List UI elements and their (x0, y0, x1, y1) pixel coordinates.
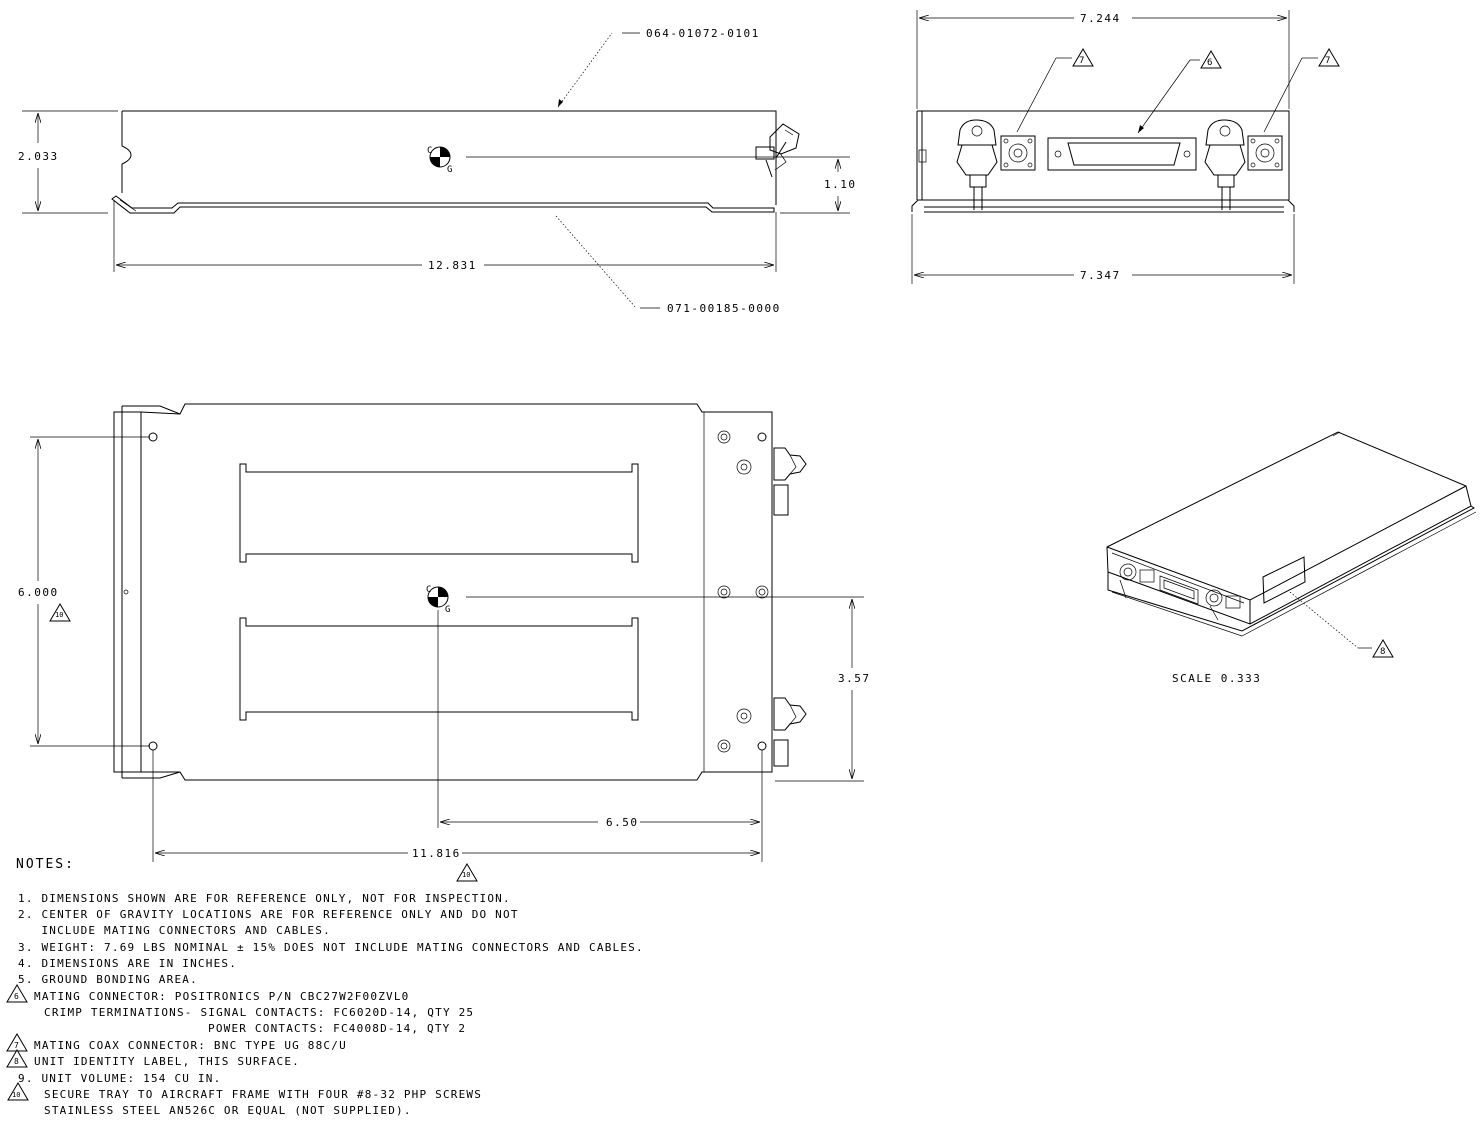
flag-8: 8 (1380, 647, 1385, 657)
note-8: UNIT IDENTITY LABEL, THIS SURFACE. (34, 1055, 300, 1068)
notes-block: NOTES: 1. DIMENSIONS SHOWN ARE FOR REFER… (6, 857, 644, 1117)
note-2: 2. CENTER OF GRAVITY LOCATIONS ARE FOR R… (18, 908, 519, 921)
flag-10-span: 10 (462, 871, 470, 879)
identity-label-area (1262, 556, 1306, 604)
coax-connector-left (956, 119, 1036, 210)
note-4: 4. DIMENSIONS ARE IN INCHES. (18, 957, 237, 970)
db-connector (1047, 137, 1197, 171)
note-7: MATING COAX CONNECTOR: BNC TYPE UG 88C/U (34, 1039, 347, 1052)
note-3: 3. WEIGHT: 7.69 LBS NOMINAL ± 15% DOES N… (18, 941, 644, 954)
cg-length-dimension: 6.50 (606, 816, 639, 829)
note-flag-7: 7 (14, 1041, 19, 1050)
part-number-bottom: 071-00185-0000 (667, 302, 781, 315)
length-dimension: 12.831 (428, 259, 477, 272)
scale-label: SCALE 0.333 (1172, 672, 1261, 685)
flag-10-width: 10 (55, 611, 63, 619)
note-6-crimp: CRIMP TERMINATIONS- SIGNAL CONTACTS: FC6… (44, 1006, 474, 1019)
note-flag-8: 8 (14, 1057, 19, 1066)
note-flag-6: 6 (14, 992, 19, 1001)
flag-6: 6 (1207, 58, 1212, 68)
flag-7-left: 7 (1079, 56, 1084, 66)
cg-label-g: G (447, 165, 452, 175)
side-view: C G 064-01072-0101 071-00185-0000 2.033 … (18, 27, 857, 315)
flag-7-right: 7 (1325, 56, 1330, 66)
hole-span-dimension: 11.816 (412, 847, 461, 860)
cg-height-dimension: 1.10 (824, 178, 857, 191)
top-view: C G 6.000 10 3.57 6.50 11.816 10 (18, 403, 871, 882)
front-view: 7 6 7 7.244 7.347 (911, 10, 1340, 284)
notes-title: NOTES: (16, 857, 75, 872)
coax-connector-right (1204, 119, 1283, 210)
note-flag-10: 10 (12, 1091, 20, 1099)
note-2-cont: INCLUDE MATING CONNECTORS AND CABLES. (18, 924, 331, 937)
note-10-cont: STAINLESS STEEL AN526C OR EQUAL (NOT SUP… (44, 1104, 412, 1117)
cg-label-c-top: C (426, 585, 431, 595)
center-of-gravity-symbol (429, 146, 451, 168)
coax-connector-top-upper (773, 447, 807, 516)
cg-label-c: C (427, 146, 432, 156)
width-dimension: 6.000 (18, 586, 59, 599)
note-1: 1. DIMENSIONS SHOWN ARE FOR REFERENCE ON… (18, 892, 511, 905)
coax-connector-top-lower (773, 697, 807, 767)
cg-width-dimension: 3.57 (838, 672, 871, 685)
note-9: 9. UNIT VOLUME: 154 CU IN. (18, 1072, 221, 1085)
height-dimension: 2.033 (18, 150, 59, 163)
note-5: 5. GROUND BONDING AREA. (18, 973, 198, 986)
width-bottom-dimension: 7.347 (1080, 269, 1121, 282)
isometric-view: 8 SCALE 0.333 (1106, 431, 1477, 685)
cg-label-g-top: G (445, 605, 450, 615)
part-number-top: 064-01072-0101 (646, 27, 760, 40)
note-10: SECURE TRAY TO AIRCRAFT FRAME WITH FOUR … (44, 1088, 482, 1101)
note-6-power: POWER CONTACTS: FC4008D-14, QTY 2 (208, 1022, 466, 1035)
note-6: MATING CONNECTOR: POSITRONICS P/N CBC27W… (34, 990, 409, 1003)
width-top-dimension: 7.244 (1080, 12, 1121, 25)
